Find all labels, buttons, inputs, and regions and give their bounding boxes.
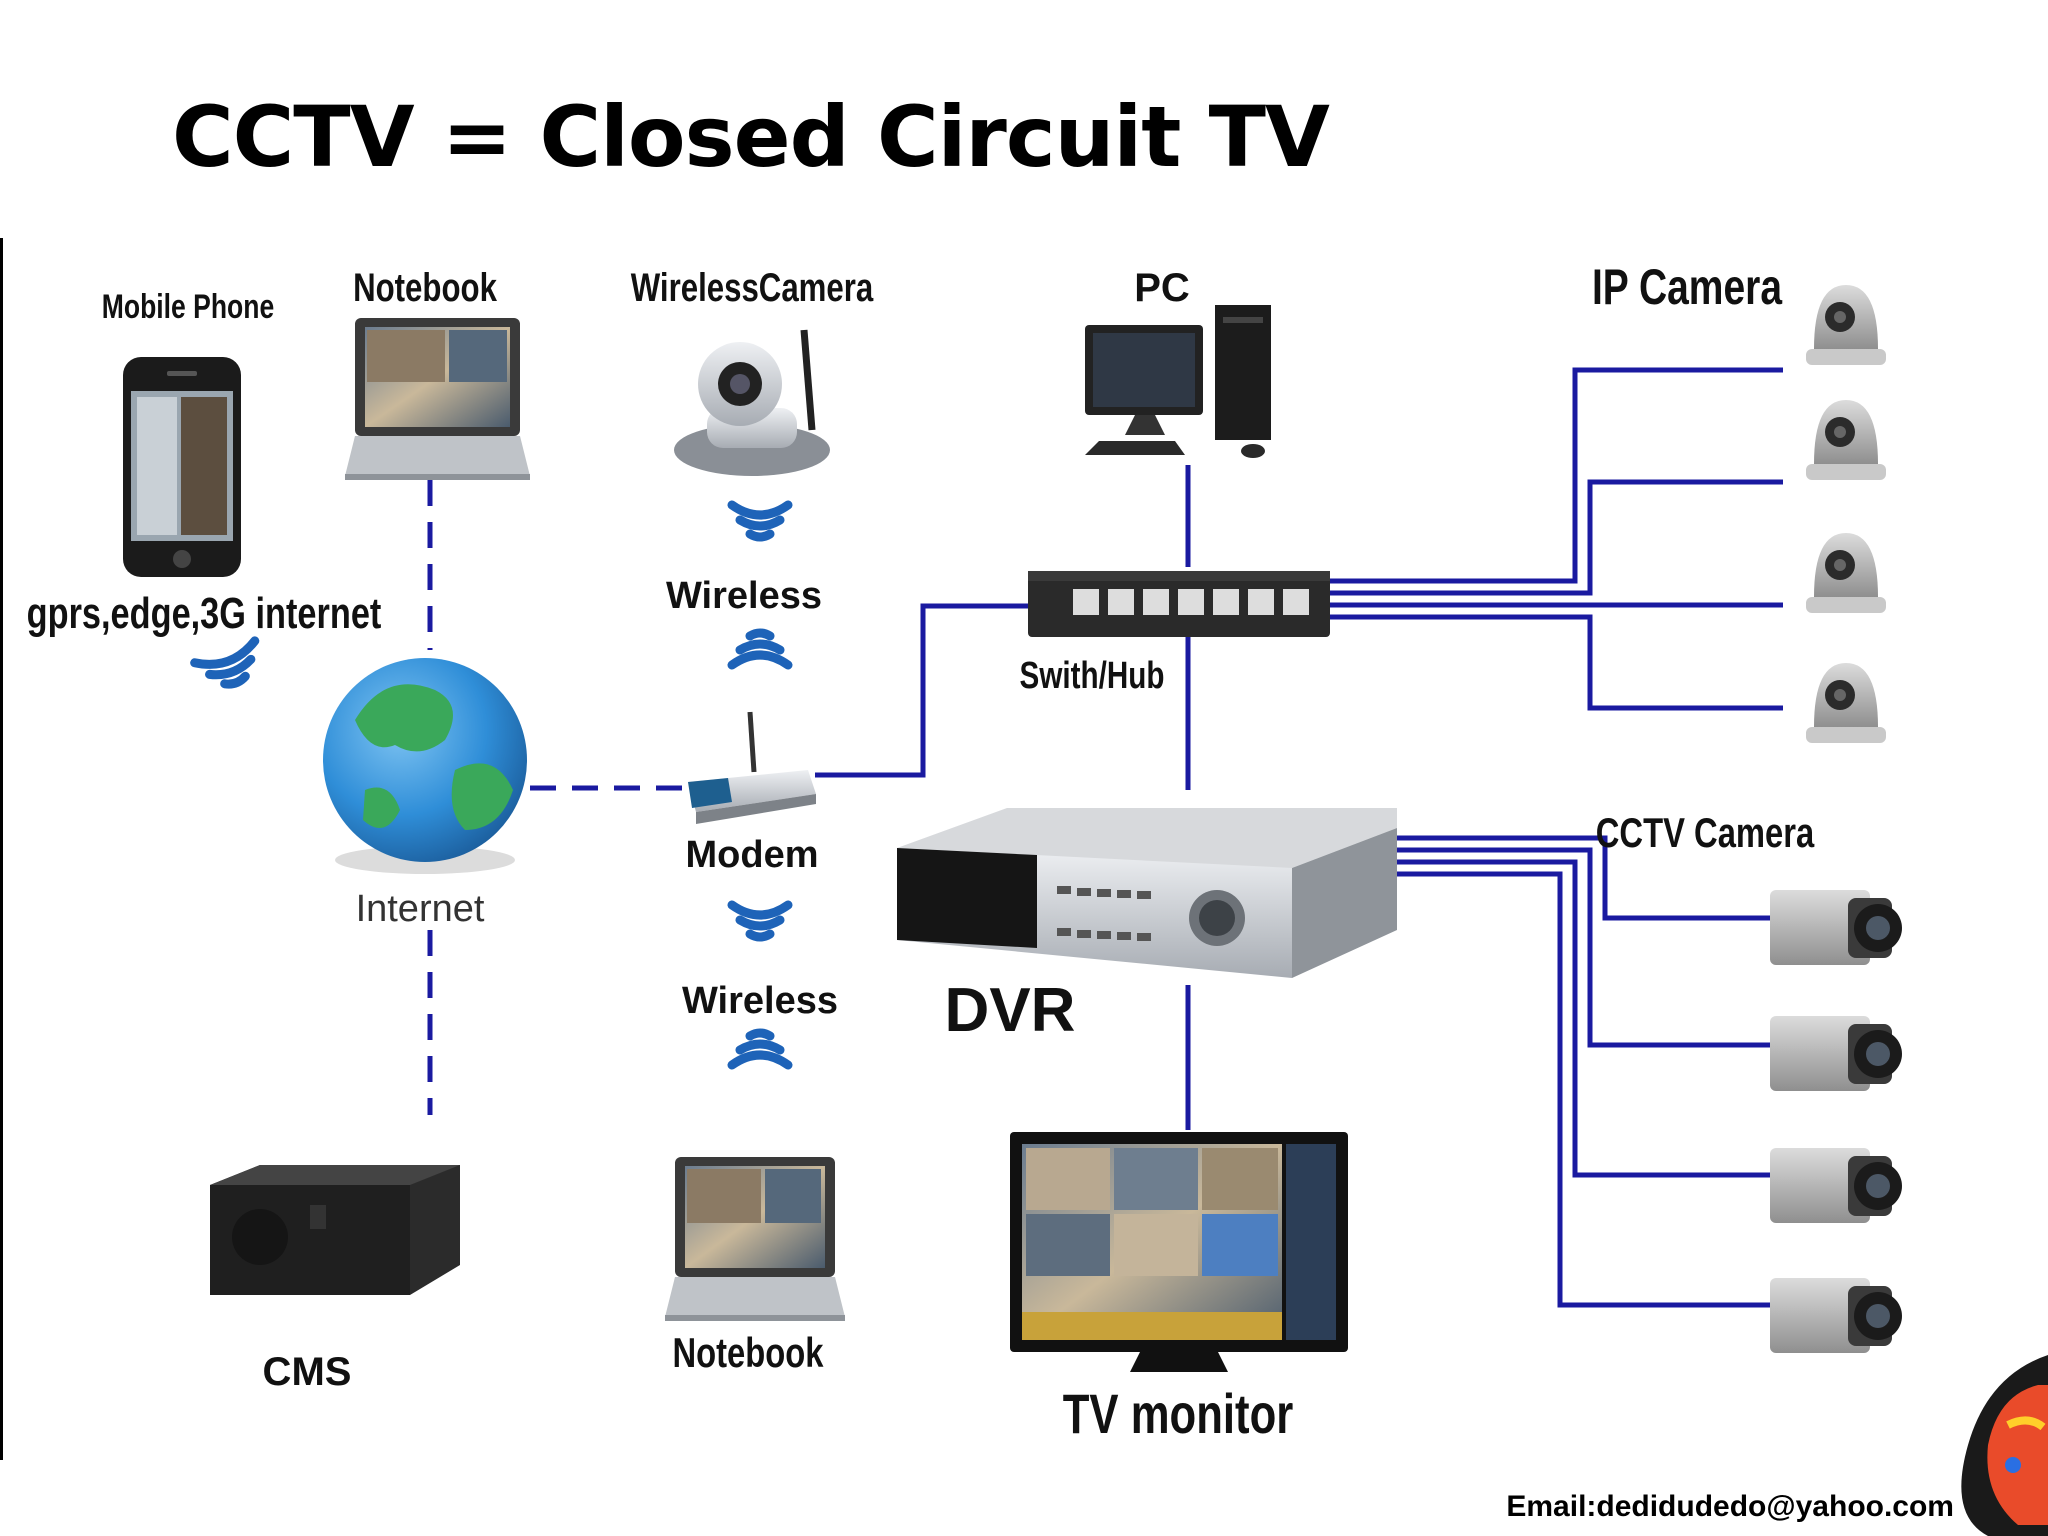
ip-camera-icon: [1806, 285, 1886, 365]
wireless-bottom-label: Wireless: [682, 980, 838, 1022]
switch-hub-label: Swith/Hub: [1019, 655, 1165, 697]
wireless-camera-icon: [674, 329, 830, 476]
modem-icon: [688, 711, 816, 824]
cctv-camera-icon: [1770, 890, 1902, 965]
ip-camera-label: IP Camera: [1591, 259, 1783, 315]
pc-icon: [1085, 305, 1271, 458]
dashed-links: [427, 480, 690, 1115]
ip-camera-icon: [1806, 663, 1886, 743]
laptop-icon: [665, 1157, 845, 1321]
switch-icon: [1028, 571, 1330, 637]
tv-monitor-icon: [1010, 1132, 1348, 1372]
dvr-label: DVR: [944, 976, 1076, 1045]
slide-title: CCTV = Closed Circuit TV: [172, 88, 1330, 186]
wireless-camera-label: WirelessCamera: [630, 266, 874, 310]
mobile-phone-label: Mobile Phone: [101, 288, 275, 326]
cctv-camera-label: CCTV Camera: [1595, 809, 1815, 856]
email-footer: Email:dedidudedo@yahoo.com: [1506, 1490, 1954, 1523]
wireless-top-label: Wireless: [666, 575, 822, 617]
ip-camera-icon: [1806, 400, 1886, 480]
gprs-label: gprs,edge,3G internet: [26, 589, 382, 638]
cctv-camera-icon: [1770, 1148, 1902, 1223]
cctv-camera-icon: [1770, 1016, 1902, 1091]
wifi-signal-icon: [190, 500, 793, 1070]
internet-label: Internet: [355, 888, 485, 930]
cms-label: CMS: [262, 1350, 352, 1394]
dvr-icon: [897, 808, 1397, 978]
left-divider: [0, 238, 3, 1460]
cctv-camera-icon: [1770, 1278, 1902, 1353]
modem-label: Modem: [685, 834, 819, 876]
ip-camera-icon: [1806, 533, 1886, 613]
notebook-bottom-label: Notebook: [672, 1329, 824, 1376]
notebook-top-label: Notebook: [353, 266, 497, 310]
phone-icon: [123, 357, 241, 577]
server-rack-icon: [210, 1165, 460, 1295]
globe-icon: [323, 658, 527, 874]
wires: [815, 367, 1783, 1308]
avatar-icon: [1961, 1355, 2048, 1536]
tv-monitor-label: TV monitor: [1062, 1382, 1294, 1445]
pc-label: PC: [1134, 266, 1190, 310]
laptop-icon: [345, 318, 530, 480]
